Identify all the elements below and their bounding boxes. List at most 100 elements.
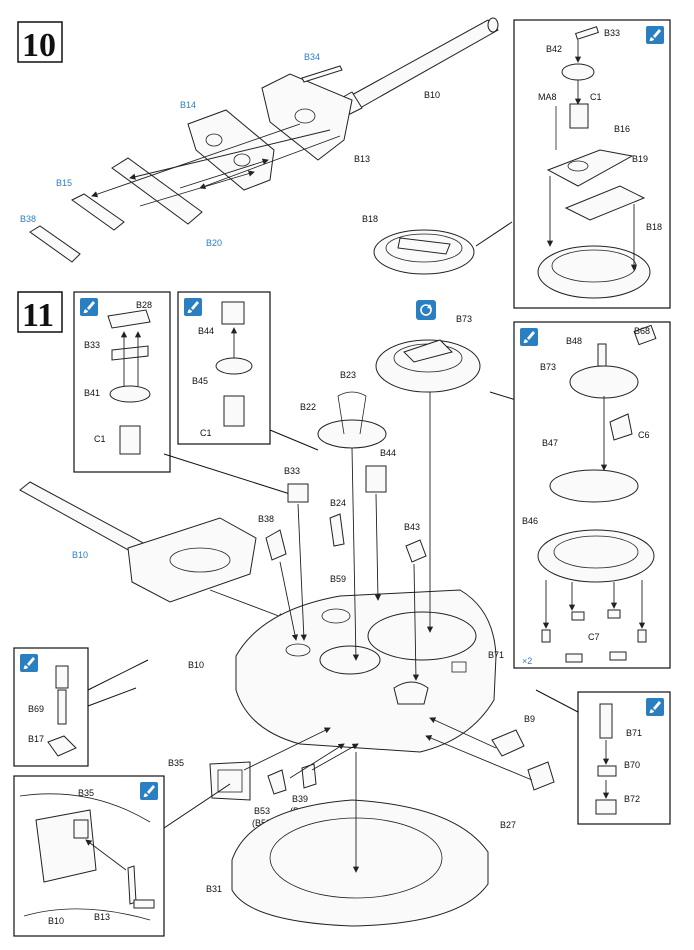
svg-text:B71: B71	[626, 728, 642, 738]
inset-periscope-b44: B44 B45 C1	[177, 291, 271, 445]
svg-text:B68: B68	[634, 326, 650, 336]
step-11-section: 11 B28 B33 B41 C1 B44 B45 C1	[13, 291, 671, 937]
svg-text:B15: B15	[56, 178, 72, 188]
svg-text:B33: B33	[284, 466, 300, 476]
rod-b34	[301, 65, 343, 83]
part-b44	[365, 465, 387, 493]
svg-text:B13: B13	[94, 912, 110, 922]
svg-text:B14: B14	[180, 100, 196, 110]
svg-text:B10: B10	[188, 660, 204, 670]
svg-text:B69: B69	[28, 704, 44, 714]
svg-text:B35: B35	[78, 788, 94, 798]
svg-text:B31: B31	[206, 884, 222, 894]
svg-text:B33: B33	[84, 340, 100, 350]
mantlet-b13	[261, 73, 353, 161]
shield-b14	[187, 109, 275, 191]
step-11-number: 11	[22, 297, 54, 334]
svg-text:C1: C1	[590, 92, 602, 102]
svg-text:B45: B45	[192, 376, 208, 386]
svg-text:B20: B20	[206, 238, 222, 248]
svg-text:B72: B72	[624, 794, 640, 804]
svg-text:B73: B73	[540, 362, 556, 372]
svg-text:C1: C1	[94, 434, 106, 444]
part-b33	[287, 483, 309, 503]
svg-text:C7: C7	[588, 632, 600, 642]
turret-ring-b31	[231, 799, 489, 927]
svg-text:B27: B27	[500, 820, 516, 830]
step-10-badge	[17, 21, 63, 63]
step-10-number: 10	[22, 27, 56, 64]
paint-brush-icon	[646, 26, 664, 44]
cupola-b73	[375, 339, 481, 393]
svg-text:B71: B71	[488, 650, 504, 660]
svg-text:B41: B41	[84, 388, 100, 398]
inset-b71-b70-b72: B71 B70 B72	[577, 691, 671, 825]
svg-text:B44: B44	[198, 326, 214, 336]
step-11-badge	[17, 291, 63, 333]
svg-text:B10: B10	[72, 550, 88, 560]
paint-brush-icon	[646, 698, 664, 716]
svg-text:B47: B47	[542, 438, 558, 448]
part-b38	[265, 529, 287, 561]
hatch-b22	[317, 391, 387, 449]
svg-text:B43: B43	[404, 522, 420, 532]
svg-text:B18: B18	[646, 222, 662, 232]
pin-b15	[71, 193, 125, 231]
ring-b18-main	[373, 229, 475, 275]
svg-text:×2: ×2	[522, 656, 532, 666]
paint-brush-icon	[80, 298, 98, 316]
svg-text:MA8: MA8	[538, 92, 557, 102]
svg-text:B35: B35	[168, 758, 184, 768]
svg-text:B38: B38	[258, 514, 274, 524]
handle-b35	[209, 761, 251, 801]
inset-b69-b17: B69 B17	[13, 647, 89, 767]
svg-text:B33: B33	[604, 28, 620, 38]
svg-text:B38: B38	[20, 214, 36, 224]
svg-text:B17: B17	[28, 734, 44, 744]
gun-barrel-b10-mid	[19, 481, 257, 603]
svg-text:B23: B23	[340, 370, 356, 380]
svg-text:B73: B73	[456, 314, 472, 324]
inset-hatch-assembly: B33 B42 MA8 C1 B16 B19 B18	[513, 19, 671, 309]
svg-text:B53: B53	[254, 806, 270, 816]
bracket-b9	[491, 729, 525, 757]
svg-text:B48: B48	[566, 336, 582, 346]
svg-text:B70: B70	[624, 760, 640, 770]
bracket-b38	[29, 225, 81, 263]
svg-text:B46: B46	[522, 516, 538, 526]
svg-text:B19: B19	[632, 154, 648, 164]
inset-b35-b13: B35 B13 B10	[13, 775, 165, 937]
inset-hatch-b28: B28 B33 B41 C1	[73, 291, 171, 473]
svg-text:B34: B34	[304, 52, 320, 62]
svg-text:B9: B9	[524, 714, 535, 724]
step-10-section: 10 B10 B13 B34 B14 B20 B15	[17, 17, 671, 309]
svg-text:B44: B44	[380, 448, 396, 458]
svg-text:B22: B22	[300, 402, 316, 412]
paint-brush-icon	[520, 328, 538, 346]
svg-text:C6: C6	[638, 430, 650, 440]
svg-text:C1: C1	[200, 428, 212, 438]
svg-text:B16: B16	[614, 124, 630, 134]
svg-text:B13: B13	[354, 154, 370, 164]
inset-cupola-assembly: B68 B48 B73 C6 B47 B46 C7 ×2	[513, 321, 671, 669]
bracket-b27	[527, 761, 555, 791]
svg-text:B39: B39	[292, 794, 308, 804]
part-b24	[329, 513, 345, 547]
plate-b20	[111, 157, 203, 225]
paint-brush-icon	[20, 654, 38, 672]
svg-text:B18: B18	[362, 214, 378, 224]
svg-text:B28: B28	[136, 300, 152, 310]
paint-brush-icon	[184, 298, 202, 316]
svg-text:B24: B24	[330, 498, 346, 508]
paint-brush-icon	[140, 782, 158, 800]
part-b39	[301, 763, 317, 789]
part-b53	[267, 769, 287, 795]
svg-text:B59: B59	[330, 574, 346, 584]
svg-text:B42: B42	[546, 44, 562, 54]
part-b43	[405, 539, 427, 563]
svg-text:B10: B10	[424, 90, 440, 100]
rotate-icon	[416, 300, 436, 320]
svg-text:B10: B10	[48, 916, 64, 926]
